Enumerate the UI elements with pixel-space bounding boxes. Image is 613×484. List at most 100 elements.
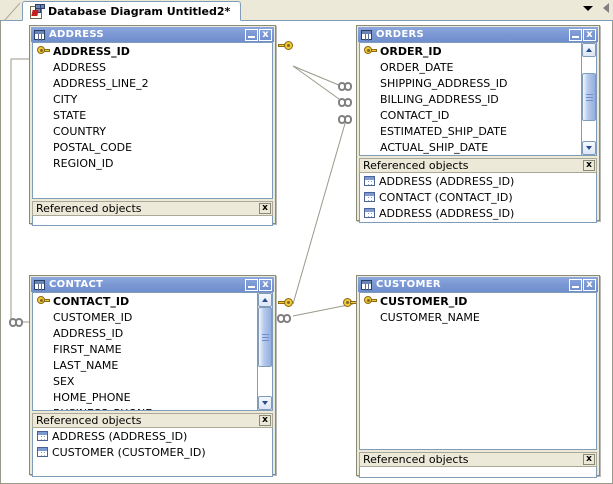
column-row[interactable]: ESTIMATED_SHIP_DATE [360,123,581,139]
tab-database-diagram[interactable]: Database Diagram Untitled2* [22,1,242,21]
close-button-address[interactable]: x [259,28,272,41]
column-row[interactable]: LAST_NAME [33,357,257,373]
column-row[interactable]: CONTACT_ID [360,107,581,123]
column-row[interactable]: REGION_ID [33,155,272,171]
scroll-thumb[interactable] [258,307,272,367]
column-row[interactable]: ACTUAL_SHIP_DATE [360,139,581,155]
nav-left-arrow-icon[interactable] [603,3,609,13]
referenced-objects-list-customer[interactable] [359,467,597,478]
referenced-objects-list-address[interactable] [32,216,273,226]
referenced-object-name: ADDRESS (ADDRESS_ID) [379,174,515,188]
relationship-endpoint-key-address-right [278,40,293,51]
column-row[interactable]: ADDRESS [33,59,272,75]
relationship-endpoint-many-orders-shipping [338,82,354,91]
close-button-contact[interactable]: x [259,278,272,291]
column-key-slot [37,295,53,308]
column-list-scrollbar-orders[interactable] [581,43,596,155]
column-row[interactable]: BUSINESS_PHONE [33,405,257,411]
scroll-up-button[interactable] [582,43,596,57]
scroll-down-button[interactable] [582,141,596,155]
minimize-button-orders[interactable] [569,28,582,41]
referenced-objects-close-button-customer[interactable]: x [583,454,595,465]
referenced-object-row[interactable]: CONTACT (CONTACT_ID) [360,189,596,205]
column-name: LAST_NAME [53,358,119,372]
referenced-objects-label: Referenced objects [363,453,469,466]
referenced-objects-list-orders[interactable]: ADDRESS (ADDRESS_ID)CONTACT (CONTACT_ID)… [359,173,597,223]
column-row[interactable]: FIRST_NAME [33,341,257,357]
referenced-object-row[interactable]: ADDRESS (ADDRESS_ID) [360,173,596,189]
column-list-scrollbar-contact[interactable] [257,293,272,410]
referenced-object-name: ADDRESS (ADDRESS_ID) [379,206,515,220]
column-row[interactable]: CUSTOMER_ID [33,309,257,325]
referenced-object-name: ADDRESS (ADDRESS_ID) [52,429,188,443]
column-row[interactable]: CUSTOMER_NAME [360,309,596,325]
table-grid-icon [37,431,48,441]
column-name: COUNTRY [53,124,106,138]
column-row[interactable]: ADDRESS_ID [33,43,272,59]
column-name: ORDER_DATE [380,60,454,74]
referenced-objects-header-customer: Referenced objects x [359,452,597,467]
table-name-orders: ORDERS [376,29,425,40]
relationship-line-address-orders-billing [292,65,347,105]
table-name-customer: CUSTOMER [376,279,441,290]
scroll-up-button[interactable] [258,293,272,307]
table-title-bar-contact[interactable]: CONTACT x [30,276,275,292]
minimize-button-contact[interactable] [245,278,258,291]
relationship-line-contact-orders [292,119,347,305]
column-key-slot [37,45,53,58]
column-row[interactable]: CITY [33,91,272,107]
column-row[interactable]: SHIPPING_ADDRESS_ID [360,75,581,91]
tab-label: Database Diagram Untitled2* [48,4,231,18]
column-row[interactable]: CUSTOMER_ID [360,293,596,309]
minimize-button-address[interactable] [245,28,258,41]
column-name: POSTAL_CODE [53,140,133,154]
column-row[interactable]: COUNTRY [33,123,272,139]
minimize-button-customer[interactable] [569,278,582,291]
table-title-bar-customer[interactable]: CUSTOMER x [357,276,599,292]
referenced-object-row[interactable]: CUSTOMER (CUSTOMER_ID) [33,444,272,460]
column-row[interactable]: ADDRESS_LINE_2 [33,75,272,91]
primary-key-icon [37,295,50,305]
column-name: ESTIMATED_SHIP_DATE [380,124,507,138]
referenced-objects-close-button-address[interactable]: x [259,203,271,214]
table-name-contact: CONTACT [49,279,104,290]
relationship-line-address-contact [10,58,29,323]
close-button-orders[interactable]: x [583,28,596,41]
column-row[interactable]: HOME_PHONE [33,389,257,405]
relationship-endpoint-key-contact-right [278,297,293,308]
referenced-object-row[interactable]: ADDRESS (ADDRESS_ID) [360,205,596,221]
column-row[interactable]: ORDER_ID [360,43,581,59]
column-row[interactable]: STATE [33,107,272,123]
column-row[interactable]: SEX [33,373,257,389]
referenced-objects-close-button-orders[interactable]: x [583,160,595,171]
referenced-objects-close-button-contact[interactable]: x [259,415,271,426]
column-row[interactable]: POSTAL_CODE [33,139,272,155]
column-row[interactable]: ADDRESS_ID [33,325,257,341]
referenced-objects-list-contact[interactable]: ADDRESS (ADDRESS_ID)CUSTOMER (CUSTOMER_I… [32,428,273,477]
table-title-bar-orders[interactable]: ORDERS x [357,26,599,42]
chevron-down-icon[interactable] [583,5,593,11]
referenced-object-row[interactable]: ADDRESS (ADDRESS_ID) [33,428,272,444]
tab-leading-slant [4,3,24,21]
column-row[interactable]: ORDER_DATE [360,59,581,75]
scroll-down-button[interactable] [258,396,272,410]
scroll-thumb[interactable] [582,73,596,121]
table-icon [361,29,372,40]
close-button-customer[interactable]: x [583,278,596,291]
column-row[interactable]: CONTACT_ID [33,293,257,309]
column-row[interactable]: BILLING_ADDRESS_ID [360,91,581,107]
table-grid-icon [37,447,48,457]
relationship-endpoint-many-contact-customer [277,314,293,323]
